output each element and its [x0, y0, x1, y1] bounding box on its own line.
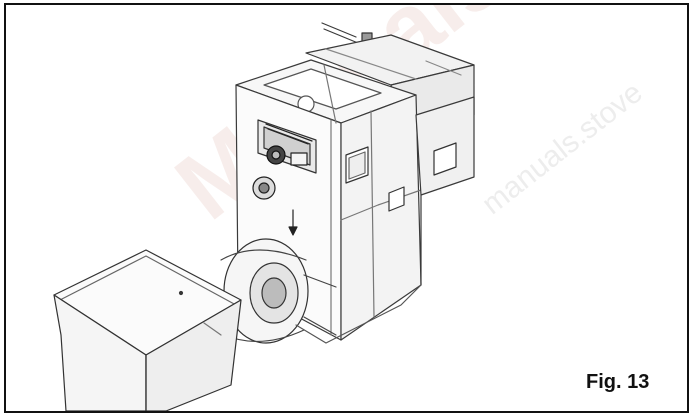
figure-frame: ManualsView manuals.stove [4, 3, 689, 413]
blower-fan [220, 238, 337, 344]
pellet-stove-illustration [53, 22, 475, 411]
side-window-lower [388, 186, 405, 212]
figure-label: Fig. 13 [586, 371, 650, 393]
detached-box [53, 249, 242, 411]
door-latch [288, 209, 298, 236]
side-window-upper [345, 146, 369, 184]
rear-right-panel [415, 96, 475, 286]
base-rail [295, 284, 422, 344]
side-knob [252, 176, 276, 200]
control-panel [257, 119, 317, 174]
